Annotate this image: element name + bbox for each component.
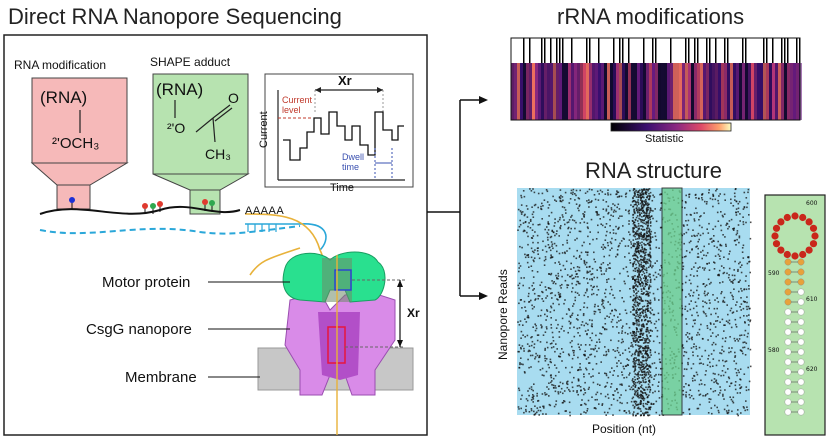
- rrna-title: rRNA modifications: [557, 4, 745, 29]
- secondary-structure: [764, 194, 826, 436]
- nt-620: 620: [806, 366, 818, 373]
- reads-xlabel: Position (nt): [592, 422, 657, 436]
- trace-current-axis: Current: [258, 111, 270, 148]
- nt-610: 610: [806, 296, 818, 303]
- colorbar-label: Statistic: [645, 133, 684, 145]
- rna-mod-formula-bottom: ²'OCH₃: [52, 135, 100, 152]
- motor-protein-label: Motor protein: [102, 274, 191, 291]
- shape-formula-o: ²'O: [167, 120, 186, 136]
- reads-panel: [517, 187, 752, 417]
- structure-title: RNA structure: [585, 158, 722, 183]
- rna-mod-formula-top: (RNA): [40, 88, 88, 107]
- nt-590: 590: [768, 270, 780, 277]
- trace-time-axis: Time: [330, 182, 355, 194]
- shape-formula-top: (RNA): [156, 80, 204, 99]
- highlight-band: [661, 187, 683, 416]
- trace-current-level: Current level: [282, 95, 313, 115]
- csgg-nanopore-label: CsgG nanopore: [86, 321, 192, 338]
- csgg-nanopore: [284, 291, 396, 396]
- pore-xr-marker: [345, 279, 405, 348]
- membrane-label: Membrane: [125, 369, 197, 386]
- rrna-heatmap: [510, 37, 802, 121]
- rna-modification-label: RNA modification: [14, 58, 107, 72]
- trace-dwell-time: Dwell time: [342, 152, 365, 172]
- nt-600: 600: [806, 200, 818, 207]
- reads-ylabel: Nanopore Reads: [496, 269, 510, 360]
- left-panel-frame: [3, 34, 428, 436]
- motor-protein: [282, 251, 386, 303]
- rna-modification-callout: [30, 77, 129, 210]
- shape-adduct-label: SHAPE adduct: [150, 55, 231, 69]
- statistic-colorbar: [610, 122, 732, 132]
- nt-580: 580: [768, 347, 780, 354]
- shape-formula-ch3: CH₃: [205, 146, 231, 162]
- poly-a-tail: AAAAA: [245, 205, 285, 217]
- current-trace-inset: [264, 73, 414, 188]
- branch-arrows: [427, 96, 488, 300]
- shape-formula-o2: O: [228, 90, 239, 106]
- trace-xr-label: Xr: [338, 73, 352, 88]
- left-panel-title: Direct RNA Nanopore Sequencing: [8, 4, 342, 29]
- pore-xr-label: Xr: [407, 306, 420, 320]
